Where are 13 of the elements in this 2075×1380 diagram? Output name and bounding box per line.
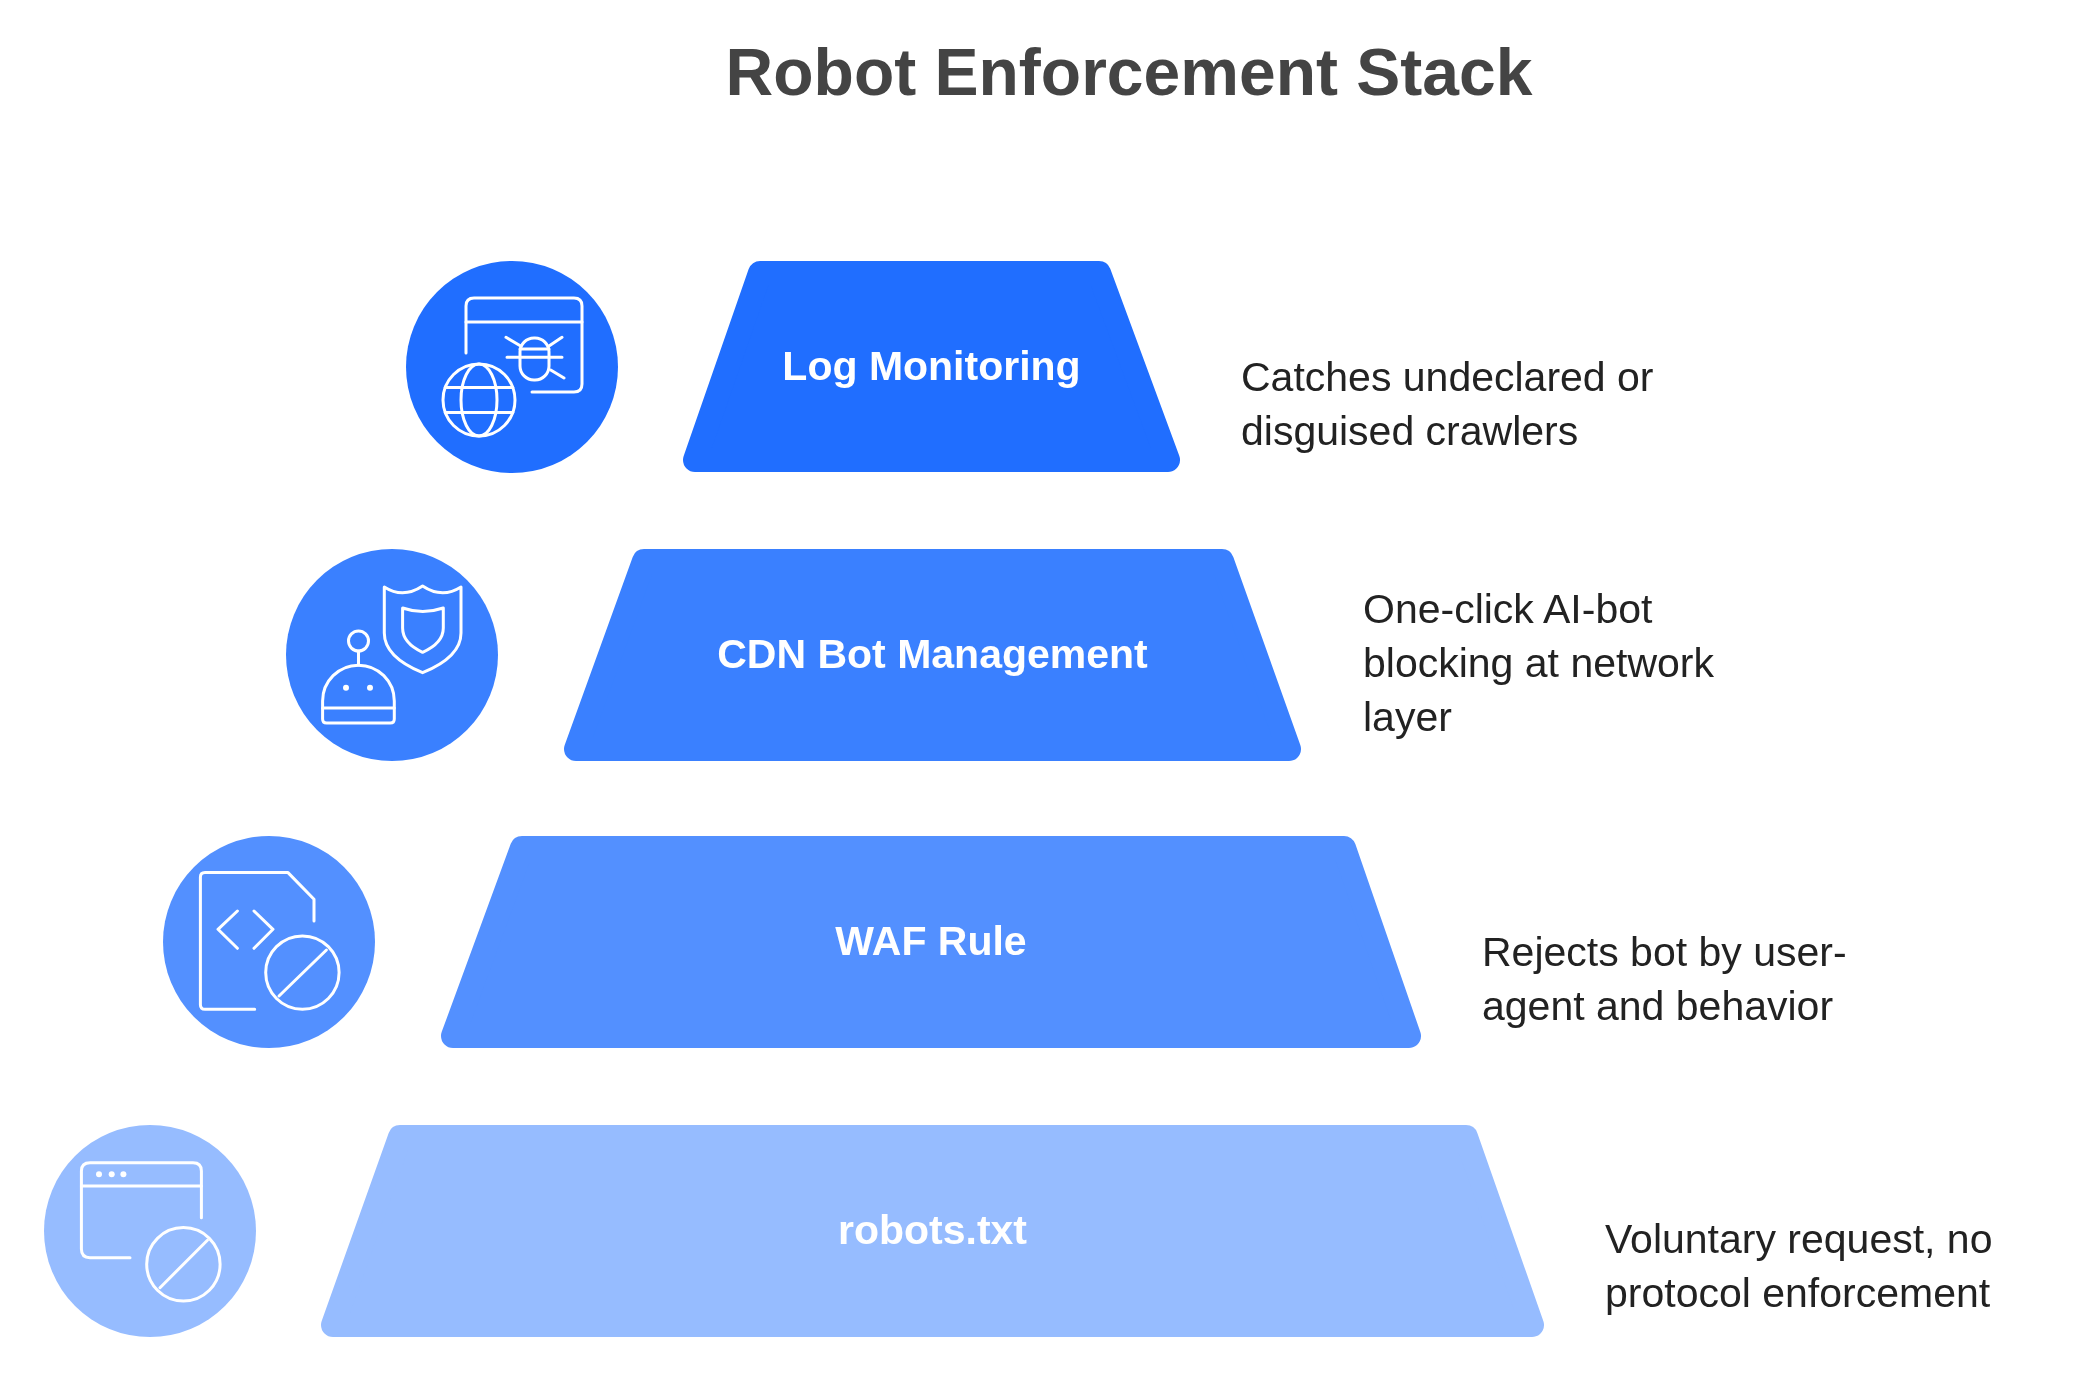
layer-label: CDN Bot Management <box>717 631 1148 679</box>
pyramid-layer <box>319 1125 1546 1337</box>
layer-description: Rejects bot by user-agent and behavior <box>1482 928 1848 1031</box>
layer-description: Catches undeclared or disguised crawlers <box>1241 353 1655 456</box>
layer-label: Log Monitoring <box>782 342 1081 391</box>
diagram-title: Robot Enforcement Stack <box>725 36 1533 109</box>
pyramid-layer <box>562 549 1303 761</box>
layer-description: One-click AI-bot blocking at network layer <box>1363 585 1715 742</box>
layer-description: Voluntary request, no protocol enforcement <box>1605 1215 1994 1318</box>
pyramid-layer <box>439 836 1423 1048</box>
layer-label: robots.txt <box>838 1207 1027 1255</box>
layer-label: WAF Rule <box>835 918 1027 966</box>
pyramid-layer <box>681 261 1182 472</box>
